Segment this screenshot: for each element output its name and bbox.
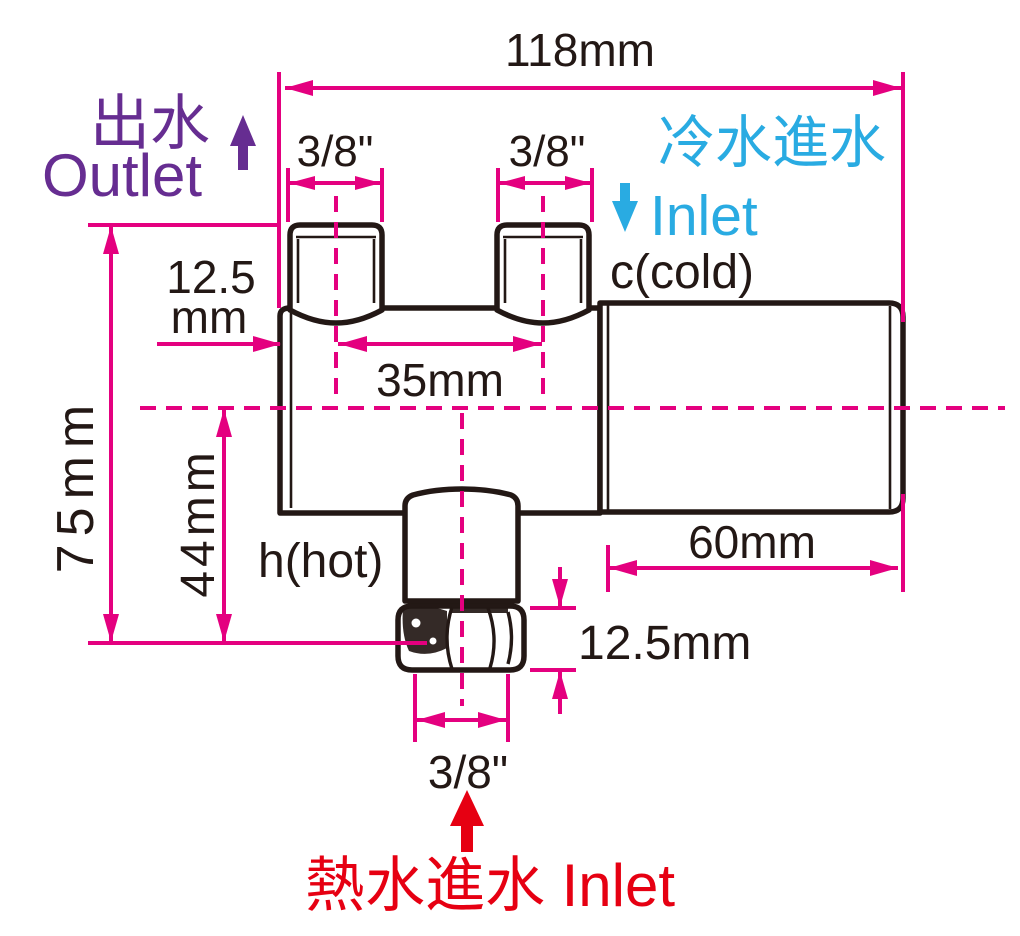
body-left-section (277, 305, 603, 516)
hot-inlet-up-arrow-icon (450, 790, 484, 852)
dim-left-offset-value: 12.5 (166, 251, 256, 303)
dim-hot-thread: 3/8" (428, 746, 508, 798)
dim-overall-length: 118mm (505, 24, 655, 76)
text-labels: 118mm 3/8" 3/8" 出水 Outlet 冷水進水 Inlet c(c… (42, 24, 886, 919)
dim-overall-height: 75mm (47, 397, 105, 573)
centerlines (140, 196, 1005, 706)
outlet-label-zh: 出水 (90, 90, 210, 157)
extension-lines (88, 72, 905, 742)
dimension-arrowheads (103, 80, 901, 728)
dim-center-to-bottom: 44mm (172, 448, 225, 597)
cold-inlet-down-arrow-icon (612, 183, 638, 232)
dim-left-offset-unit: mm (171, 291, 248, 343)
cold-port-label: c(cold) (610, 246, 754, 299)
nut-top-shadow (450, 607, 508, 613)
cold-inlet-label-en: Inlet (650, 184, 758, 248)
nut-highlight-dot2 (429, 637, 437, 645)
flow-arrows (230, 115, 638, 852)
hot-port-label: h(hot) (258, 535, 383, 588)
outlet-label-en: Outlet (42, 142, 202, 209)
dim-nut-height: 12.5mm (578, 617, 751, 670)
dim-body-right-length: 60mm (688, 516, 816, 568)
nut-highlight-dot (411, 618, 421, 628)
outlet-up-arrow-icon (230, 115, 256, 170)
dim-outlet-spacing: 35mm (376, 354, 504, 406)
cold-inlet-label-zh: 冷水進水 (658, 111, 886, 175)
dim-thread-left: 3/8" (297, 127, 374, 176)
nut-shading (402, 606, 447, 654)
hot-inlet-label: 熱水進水 Inlet (305, 852, 675, 919)
dim-thread-right: 3/8" (509, 127, 586, 176)
